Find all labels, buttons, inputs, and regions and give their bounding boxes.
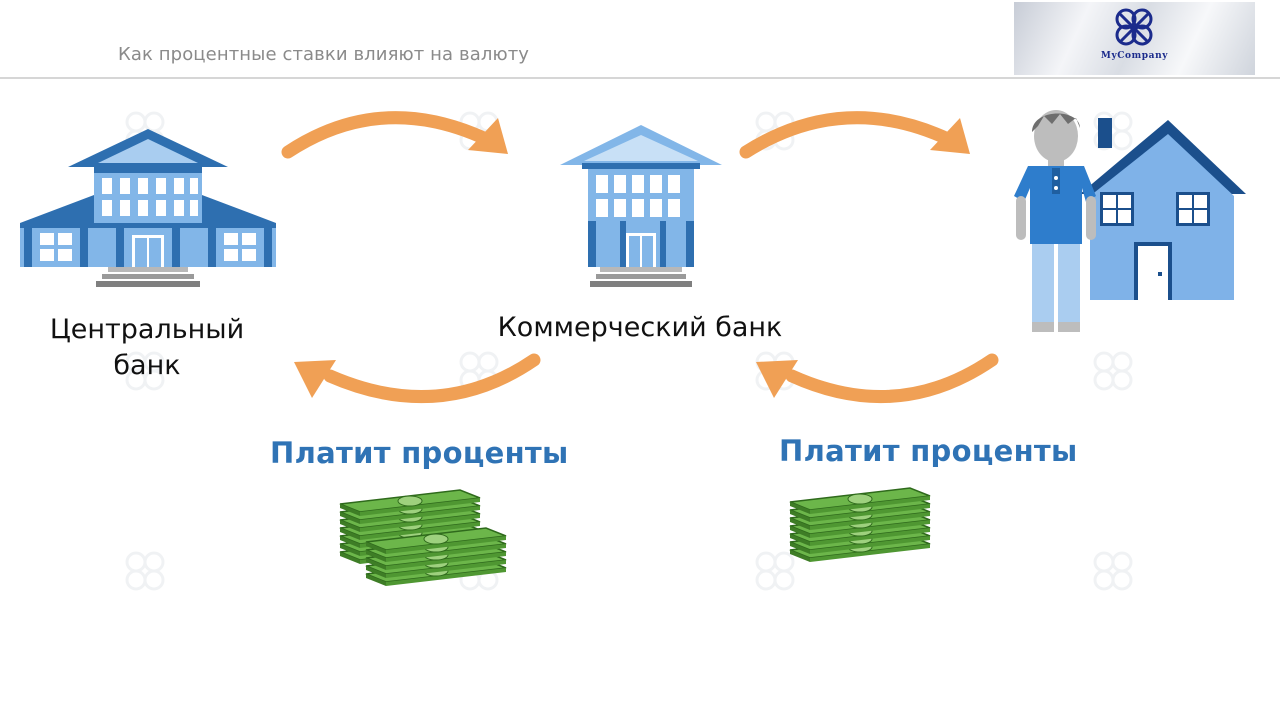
cash-stack-icon <box>789 487 931 563</box>
watermark-clover-icon <box>1093 551 1133 591</box>
company-logo: MyCompany <box>1014 2 1255 75</box>
arrow-right-icon <box>739 111 970 159</box>
central-bank-label: Центральный банк <box>49 314 245 381</box>
arrow-left-icon <box>756 353 999 403</box>
cash-stack-icon <box>339 489 507 587</box>
arrow-left-icon <box>294 353 541 403</box>
header-divider <box>0 77 1280 79</box>
commercial-bank-icon <box>560 125 722 287</box>
pays-interest-label: Платит проценты <box>270 436 569 470</box>
watermark-clover-icon <box>1093 351 1133 391</box>
central-bank-icon <box>20 129 276 287</box>
logo-text: MyCompany <box>1100 51 1169 61</box>
arrow-right-icon <box>281 111 508 159</box>
commercial-bank-label: Коммерческий банк <box>497 312 783 343</box>
pays-interest-label: Платит проценты <box>779 434 1078 468</box>
person-with-house-icon <box>1014 110 1246 332</box>
watermark-clover-icon <box>125 551 165 591</box>
page-title: Как процентные ставки влияют на валюту <box>118 44 530 65</box>
clover-logo-icon <box>1115 8 1153 46</box>
